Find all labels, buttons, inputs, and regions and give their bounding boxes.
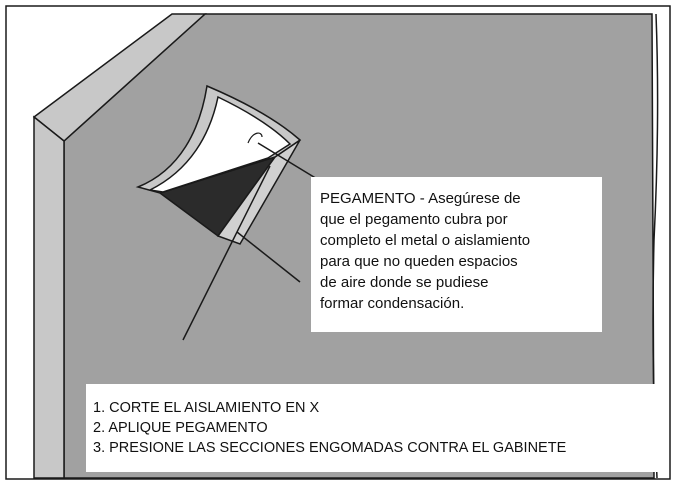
leader-line-lower [182,165,271,341]
callout-line: PEGAMENTO - Asegúrese de [320,190,521,207]
step-1: 1. CORTE EL AISLAMIENTO EN X [93,400,320,416]
callout-line: de aire donde se pudiese [320,274,489,291]
step-2: 2. APLIQUE PEGAMENTO [93,420,268,436]
folded-flap-adhesive [147,95,292,193]
step-3: 3. PRESIONE LAS SECCIONES ENGOMADAS CONT… [93,440,567,456]
callout-line: completo el metal o aislamiento [320,232,531,249]
instruction-steps: 1. CORTE EL AISLAMIENTO EN X 2. APLIQUE … [86,384,663,472]
adhesive-callout: PEGAMENTO - Asegúrese de que el pegament… [311,177,602,332]
callout-line: formar condensación. [320,295,465,312]
panel-left-edge [33,115,65,479]
cut-line [236,231,301,283]
adhesive-curl-mark [247,132,263,144]
callout-line: para que no queden espacios [320,253,518,270]
callout-line: que el pegamento cubra por [320,211,508,228]
